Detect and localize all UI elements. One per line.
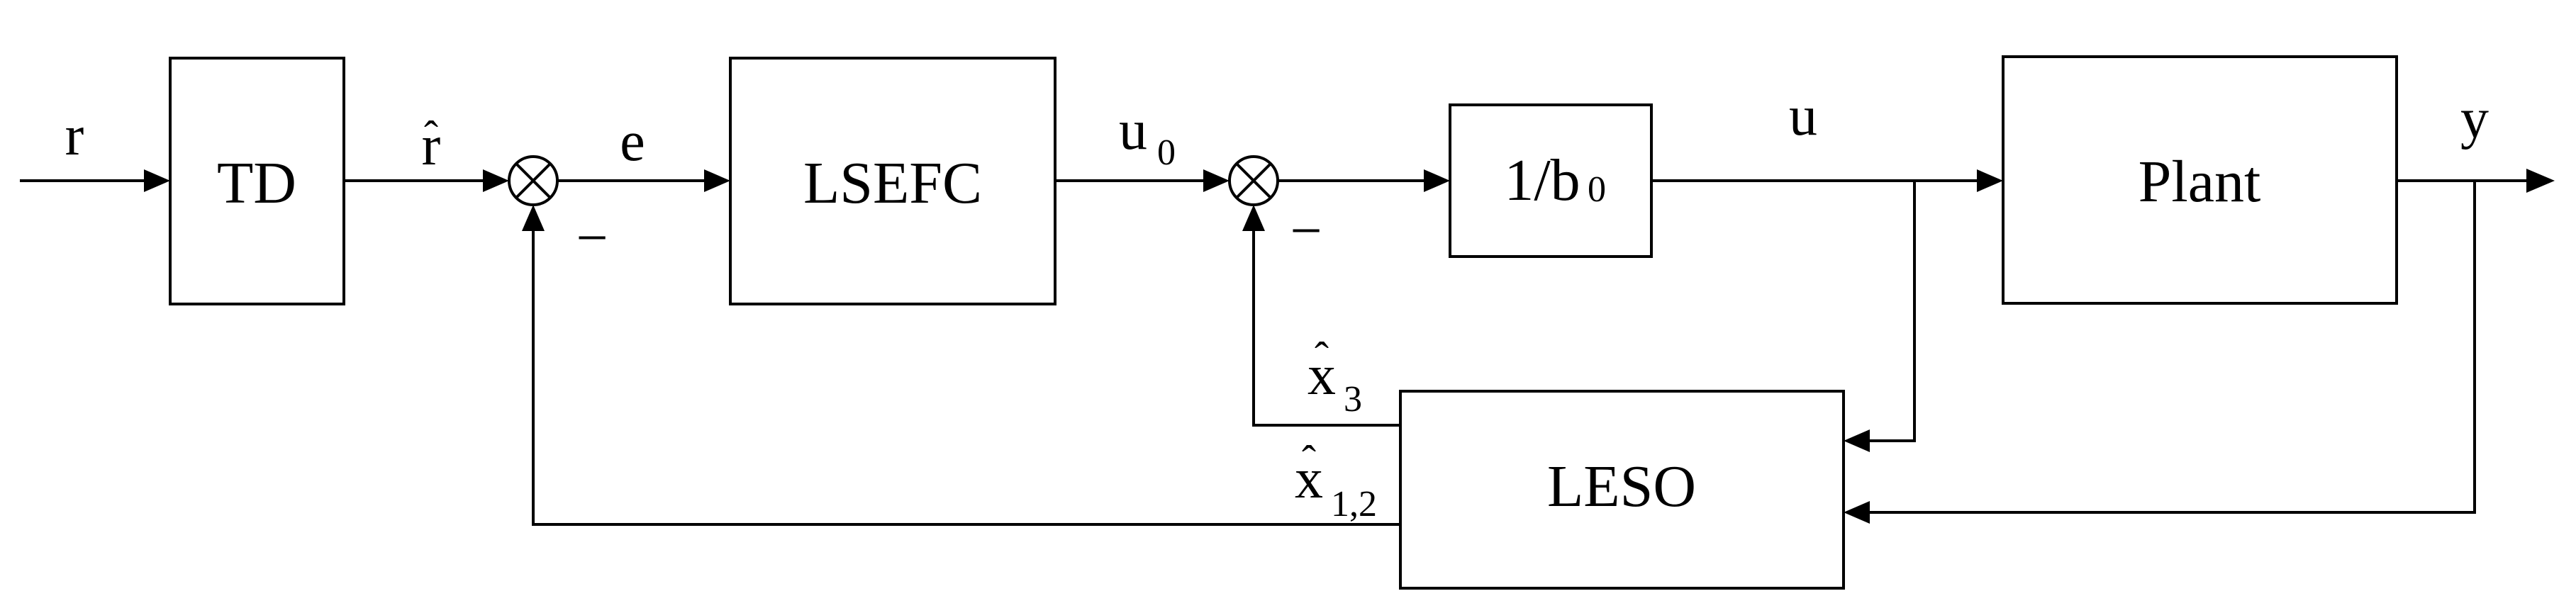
signal-e-label: e [620, 111, 645, 173]
gain-block: 1/b 0 [1449, 103, 1653, 258]
signal-x3-base: x [1307, 344, 1336, 407]
signal-x12-subscript: 1,2 [1331, 484, 1377, 524]
summing-junction-2 [1228, 155, 1279, 206]
wire-sum2-to-gain [1278, 169, 1450, 192]
signal-u0-label: u 0 [1119, 99, 1176, 173]
signal-x12-hat-label: x ˆ 1,2 [1295, 437, 1377, 524]
signal-x12-hat-accent: ˆ [1302, 437, 1316, 484]
gain-subscript: 0 [1588, 169, 1606, 210]
wire-x12-to-sum1 [522, 205, 1400, 526]
signal-r-hat-accent: ˆ [424, 113, 438, 159]
wire-gain-to-plant [1651, 169, 2003, 192]
wire-lsefc-to-sum2 [1055, 169, 1230, 192]
gain-label: 1/b [1504, 147, 1580, 213]
signal-y-label: y [2460, 88, 2489, 150]
signal-u0-base: u [1119, 99, 1147, 162]
signal-x3-hat-accent: ˆ [1315, 334, 1329, 381]
signal-r-label: r [65, 105, 84, 167]
signal-x3-hat-label: x ˆ 3 [1307, 334, 1362, 420]
td-block: TD [169, 57, 345, 305]
leso-block: LESO [1399, 390, 1845, 590]
signal-r-hat-base: r [422, 115, 441, 177]
signal-u0-subscript: 0 [1157, 133, 1176, 173]
plant-label: Plant [2139, 149, 2261, 215]
wire-u-to-leso [1844, 181, 1916, 452]
signal-u-label: u [1789, 85, 1817, 147]
minus-sign-sum2: − [1290, 200, 1322, 262]
wire-sum1-to-lsefc [557, 169, 730, 192]
wire-x3-to-sum2 [1242, 205, 1400, 427]
leso-label: LESO [1547, 454, 1696, 519]
plant-block: Plant [2002, 55, 2398, 305]
wire-plant-to-output [2397, 169, 2555, 193]
summing-junction-1 [508, 155, 559, 206]
wire-r-to-td [20, 169, 170, 192]
minus-sign-sum1: − [576, 207, 608, 269]
lsefc-label: LSEFC [803, 150, 982, 216]
td-label: TD [217, 150, 296, 216]
lsefc-block: LSEFC [729, 57, 1056, 305]
signal-r-hat-label: r ˆ [422, 113, 441, 177]
signal-x3-subscript: 3 [1344, 379, 1362, 420]
signal-x12-base: x [1295, 448, 1323, 510]
wire-y-to-leso [1844, 181, 2476, 524]
wire-td-to-sum1 [344, 169, 509, 192]
